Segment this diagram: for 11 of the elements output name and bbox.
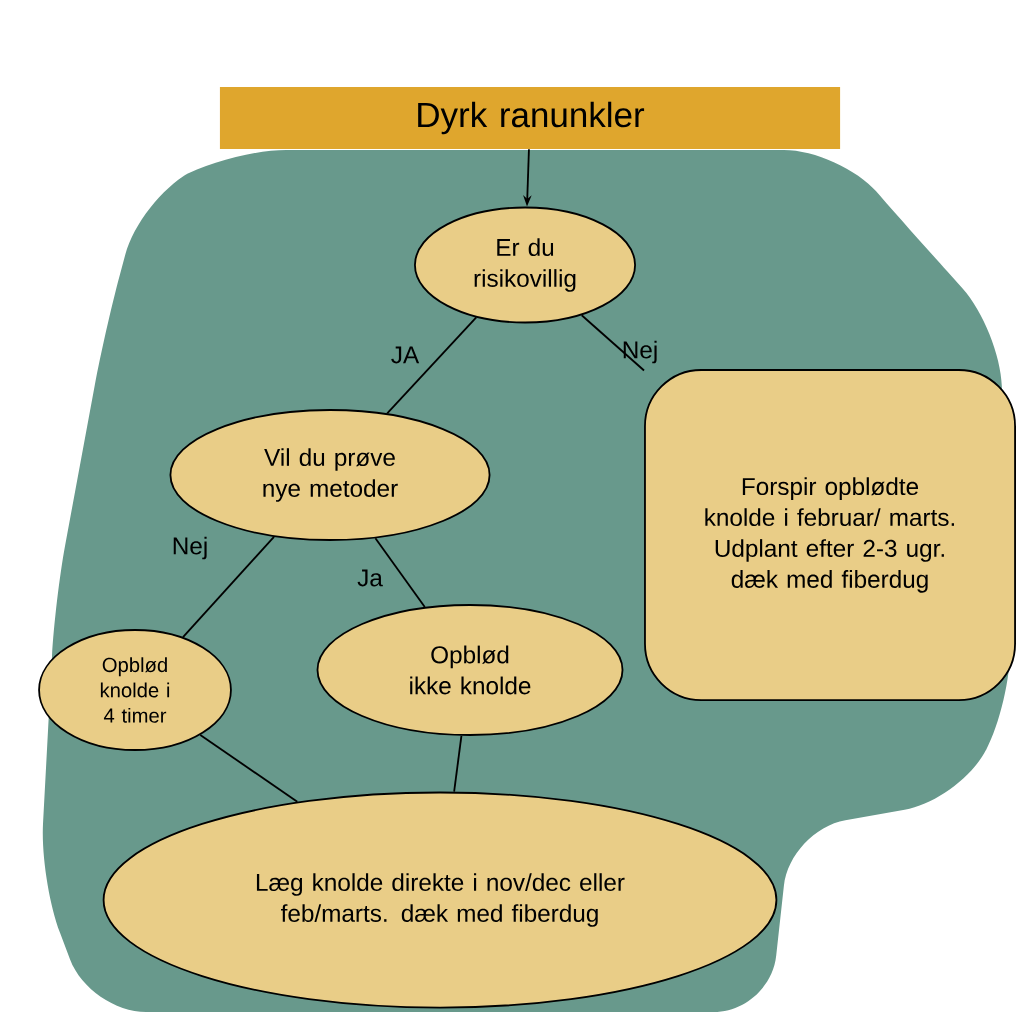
answer-box: Forspir opblødte knolde i februar/ marts. Udplant efter 2-3 ugr. dæk med fiberdug [644, 369, 1016, 701]
edge-label: Ja [357, 569, 383, 587]
edge-label: JA [391, 346, 420, 364]
edge-label: Nej [623, 340, 657, 364]
connector-line [199, 734, 299, 803]
title-banner: Dyrk ranunkler [219, 87, 841, 149]
connector-line [374, 537, 426, 608]
connector-line [386, 316, 478, 415]
connector-line [580, 314, 645, 372]
connector-line [453, 734, 463, 793]
connector-line [182, 535, 275, 638]
